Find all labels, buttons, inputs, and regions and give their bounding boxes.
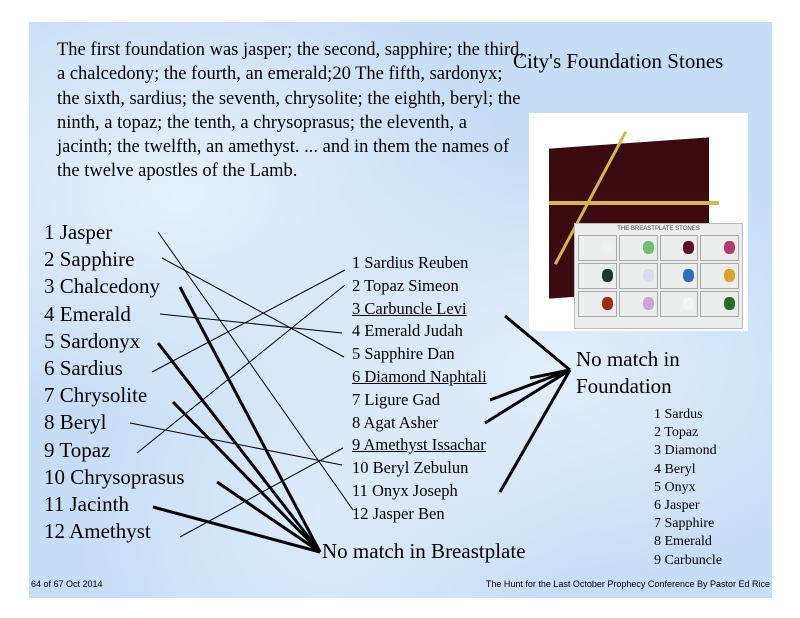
stone-cell xyxy=(618,263,658,289)
line-chalcedony xyxy=(178,286,322,553)
stone-cell xyxy=(618,235,658,261)
breastplate-stone-item: 8 Agat Asher xyxy=(352,412,439,432)
stone-cell xyxy=(659,263,699,289)
breastplate-stone-item: 4 Emerald Judah xyxy=(352,321,463,341)
gem-image xyxy=(601,297,613,310)
stone-cell xyxy=(700,263,739,289)
line-emerald xyxy=(159,313,343,334)
foundation-stone-item: 4 Emerald xyxy=(44,301,131,326)
unmatched-stone-item: 2 Topaz xyxy=(654,425,699,441)
unmatched-stone-item: 8 Emerald xyxy=(654,534,712,550)
foundation-stone-item: 1 Jasper xyxy=(44,220,113,244)
gem-image xyxy=(601,241,613,254)
gem-image xyxy=(642,269,654,282)
breastplate-stone-item: 11 Onyx Joseph xyxy=(352,480,458,500)
slide-title: City's Foundation Stones xyxy=(513,49,724,73)
foundation-stone-item: 9 Topaz xyxy=(44,437,111,462)
breastplate-stones-list: 1 Sardius Reuben 2 Topaz Simeon 3 Carbuncl… xyxy=(352,252,487,526)
unmatched-stones-list: 1 Sardus 2 Topaz 3 Diamond 4 Beryl 5 Onyx 6 J… xyxy=(654,406,722,570)
stone-cell xyxy=(659,291,699,317)
unmatched-stone-item: 3 Diamond xyxy=(654,443,717,459)
gem-image xyxy=(683,297,695,310)
gem-image xyxy=(724,241,735,254)
foundation-stone-item: 10 Chrysoprasus xyxy=(44,464,185,489)
gem-image xyxy=(724,269,735,282)
breastplate-stone-item: 2 Topaz Simeon xyxy=(352,275,459,295)
line-carbuncle xyxy=(504,314,571,372)
unmatched-stone-item: 1 Sardus xyxy=(654,407,703,422)
footer-page-date: 64 of 67 Oct 2014 xyxy=(31,579,103,589)
foundation-stone-item: 12 Amethyst xyxy=(44,519,151,544)
foundation-stone-item: 11 Jacinth xyxy=(44,492,129,517)
footer-credit: The Hunt for the Last October Prophecy C… xyxy=(485,579,770,589)
no-match-foundation-label: No match in Foundation xyxy=(576,347,680,398)
unmatched-stone-item: 7 Sapphire xyxy=(654,516,715,532)
stone-cell xyxy=(700,235,739,261)
gem-image xyxy=(642,297,654,310)
breastplate-stone-item: 7 Ligure Gad xyxy=(352,389,440,409)
gem-image xyxy=(683,241,695,254)
breastplate-stone-item: 1 Sardius Reuben xyxy=(352,253,469,272)
scripture-paragraph: The first foundation was jasper; the sec… xyxy=(57,40,524,182)
foundation-stone-item: 5 Sardonyx xyxy=(44,328,141,353)
foundation-stone-item: 6 Sardius xyxy=(44,356,123,381)
foundation-stone-item: 8 Beryl xyxy=(44,410,107,435)
foundation-stone-item: 3 Chalcedony xyxy=(44,274,161,299)
gold-ribbon xyxy=(549,201,719,205)
line-ligure xyxy=(489,368,571,402)
line-jacinth xyxy=(152,505,321,554)
stone-cell xyxy=(578,263,617,289)
breastplate-stone-item: 9 Amethyst Issachar xyxy=(352,435,486,455)
line-chrysoprasus xyxy=(216,480,321,554)
line-sardius xyxy=(151,269,346,373)
stone-cell xyxy=(659,235,699,261)
no-match-breastplate-label: No match in Breastplate xyxy=(322,539,526,563)
line-sardonyx xyxy=(156,342,322,553)
breastplate-stone-item: 12 Jasper Ben xyxy=(352,503,445,523)
breastplate-stone-item: 10 Beryl Zebulun xyxy=(352,458,469,478)
gem-image xyxy=(601,269,613,282)
line-sapphire xyxy=(161,257,345,358)
stone-cell xyxy=(618,291,658,317)
line-onyx xyxy=(498,369,572,493)
gem-image xyxy=(683,269,695,282)
unmatched-stone-item: 5 Onyx xyxy=(654,479,696,495)
foundation-stone-item: 7 Chrysolite xyxy=(44,383,148,408)
line-agat xyxy=(484,368,571,425)
stone-cell xyxy=(578,235,617,261)
breastplate-card: THE BREASTPLATE STONES xyxy=(574,223,743,329)
gem-image xyxy=(724,297,735,310)
stone-cell xyxy=(700,291,739,317)
unmatched-stone-item: 4 Beryl xyxy=(654,461,696,477)
card-title: THE BREASTPLATE STONES xyxy=(617,226,700,232)
line-topaz xyxy=(136,284,346,454)
breastplate-stone-item: 6 Diamond Naphtali xyxy=(352,366,487,386)
breastplate-stone-item: 3 Carbuncle Levi xyxy=(352,298,467,318)
breastplate-stone-item: 5 Sapphire Dan xyxy=(352,344,455,364)
breastplate-stones-photo: THE BREASTPLATE STONES xyxy=(529,113,748,331)
gem-image xyxy=(642,241,654,254)
foundation-stone-item: 2 Sapphire xyxy=(44,247,135,272)
line-chrysolite xyxy=(171,400,322,554)
unmatched-stone-item: 6 Jasper xyxy=(654,498,700,514)
stone-cell xyxy=(578,291,617,317)
line-jasper xyxy=(157,231,354,511)
unmatched-stone-item: 9 Carbuncle xyxy=(654,552,723,568)
